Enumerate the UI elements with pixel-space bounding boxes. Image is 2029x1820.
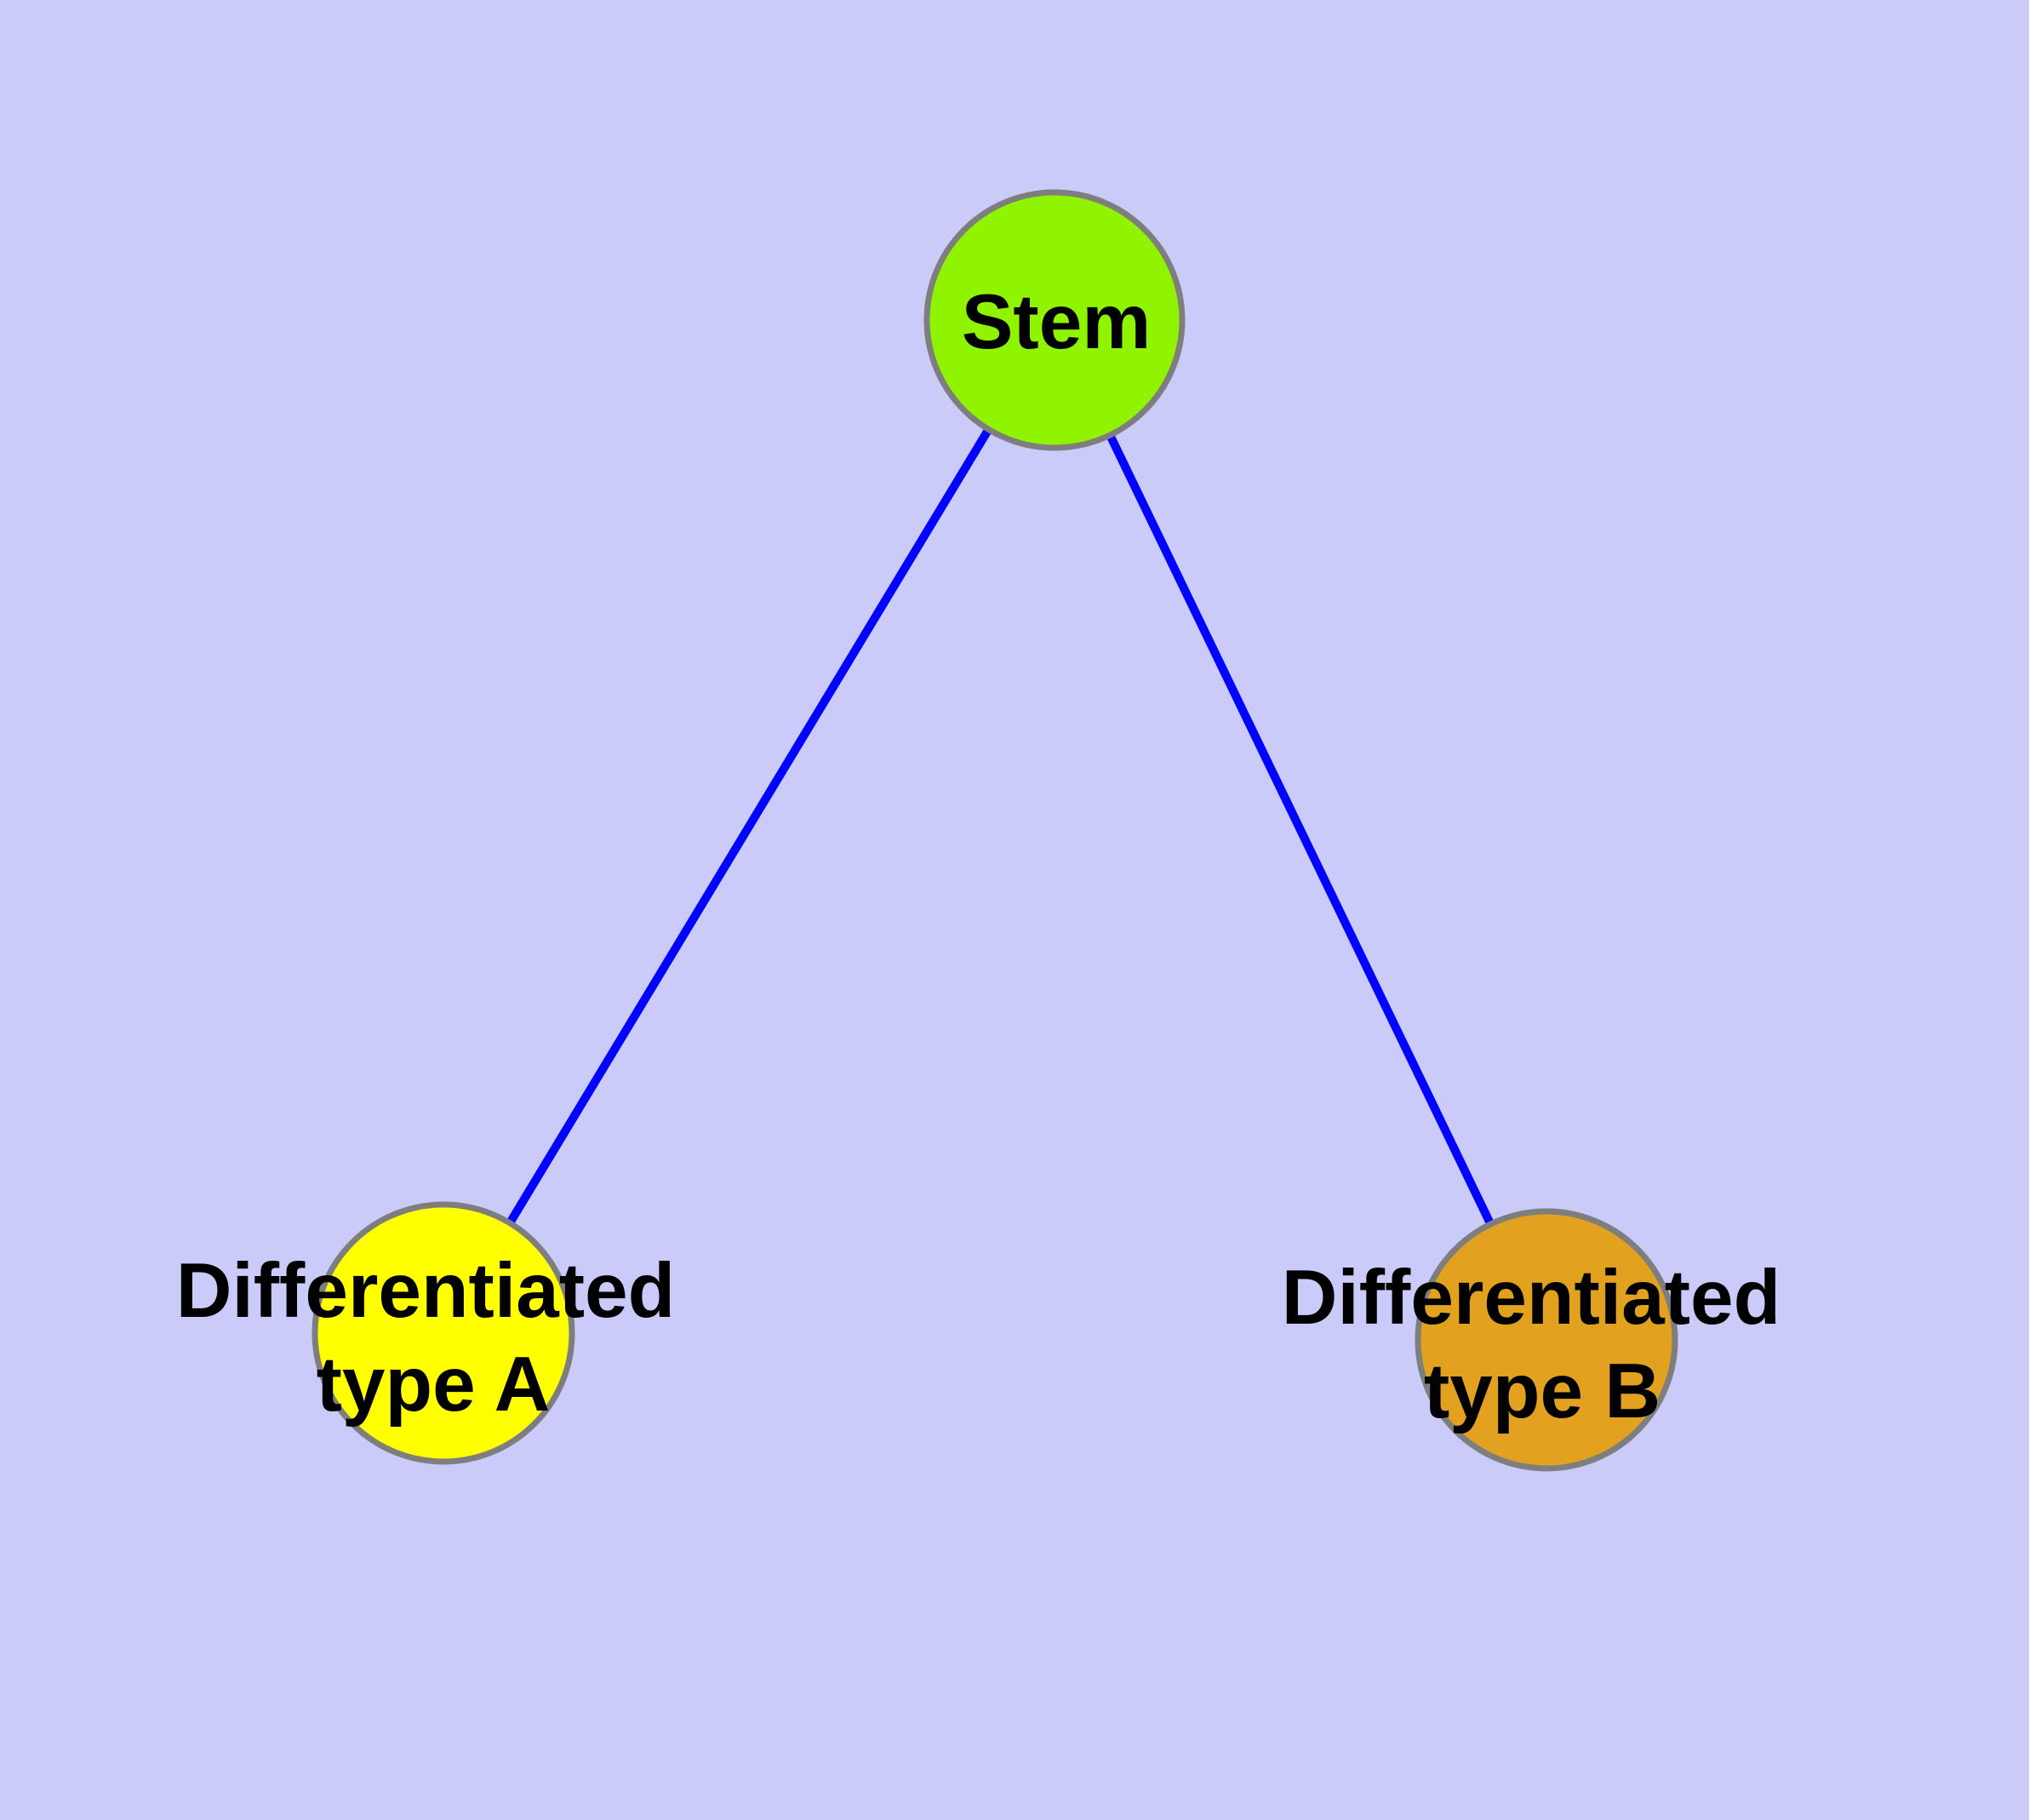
node-differentiated-type-b-circle [1415, 1208, 1678, 1472]
edge-stem-to-type-a [439, 318, 1059, 1336]
node-differentiated-type-b-label-line2: type B [1424, 1348, 1660, 1434]
node-differentiated-type-a-circle [311, 1201, 575, 1465]
edge-stem-to-type-b [1050, 318, 1551, 1342]
node-stem-circle [923, 189, 1186, 451]
node-stem-label: Stem [962, 279, 1152, 365]
node-differentiated-type-a-label-line1: Differentiated [176, 1248, 676, 1334]
node-differentiated-type-b-label-line1: Differentiated [1282, 1255, 1781, 1341]
node-differentiated-type-a-label-line2: type A [317, 1342, 551, 1428]
